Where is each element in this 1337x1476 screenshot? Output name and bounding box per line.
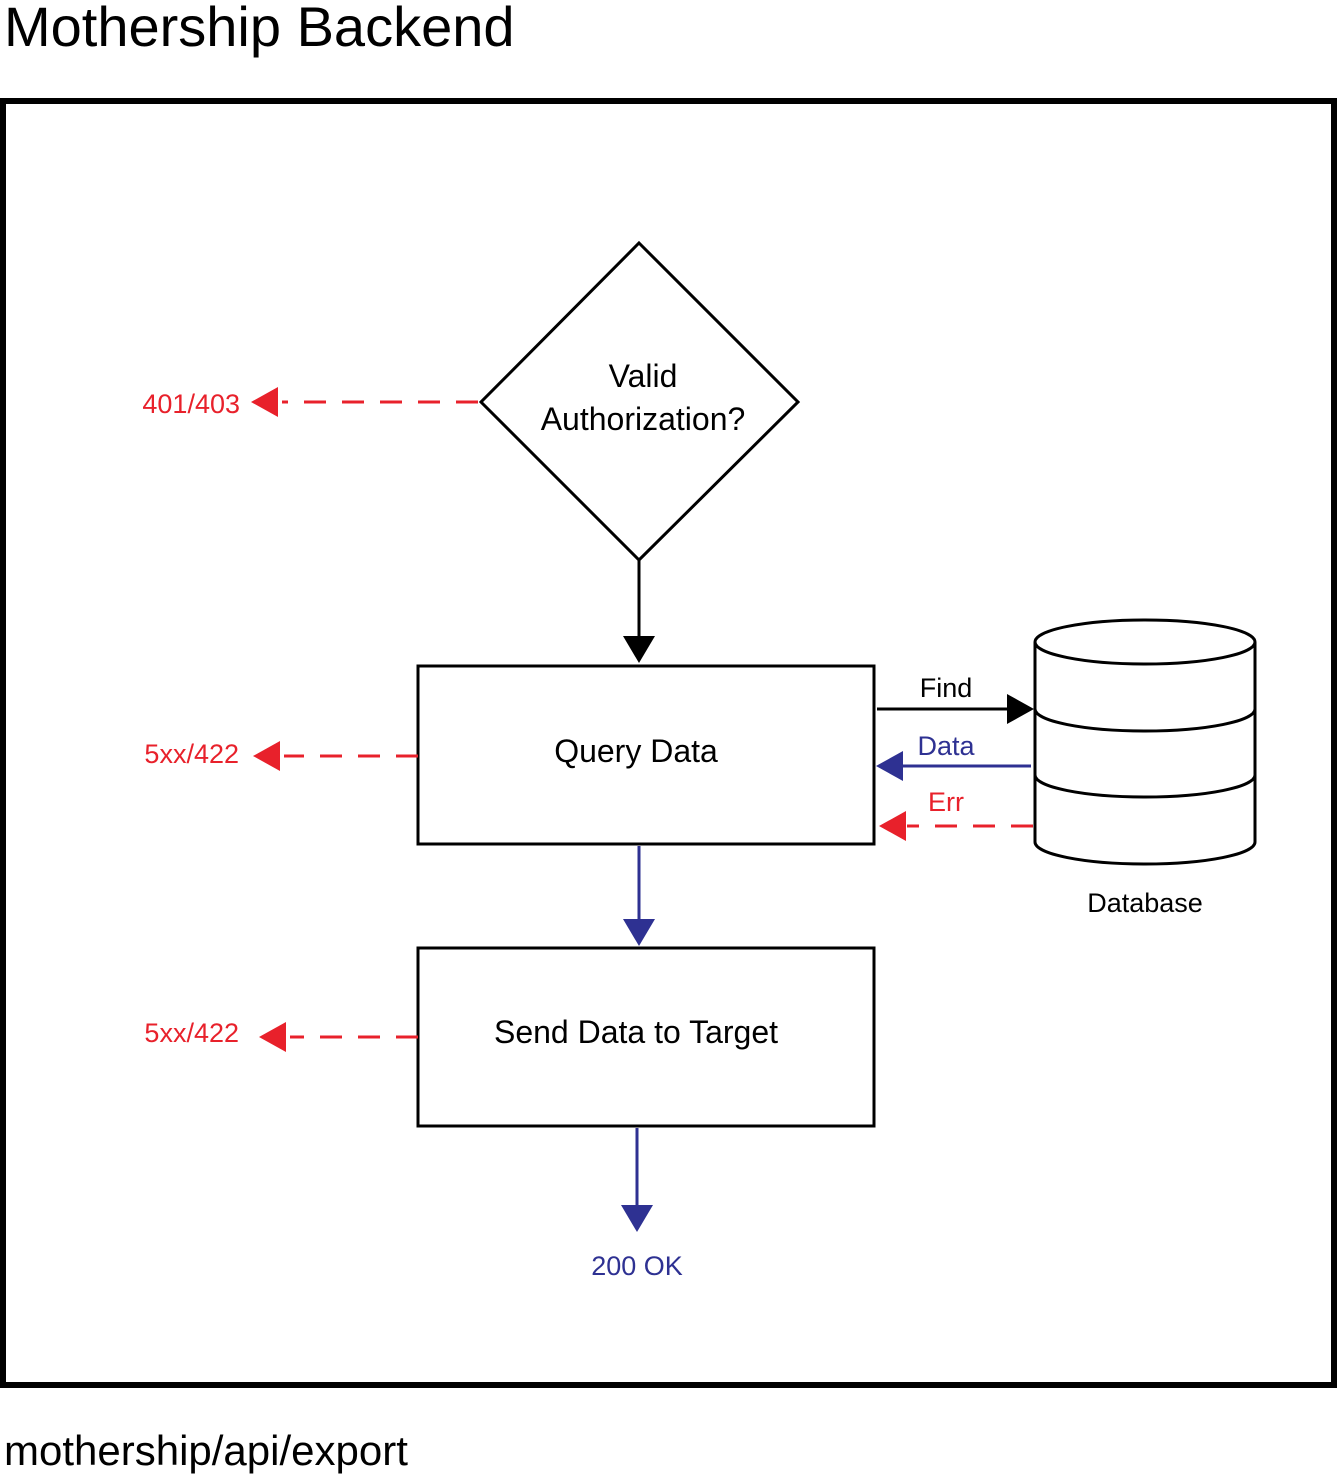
database-icon (1033, 618, 1257, 866)
auth-error-label: 401/403 (142, 389, 240, 419)
backend-frame (0, 98, 1337, 1388)
database-label: Database (1087, 888, 1203, 918)
query-error-arrowhead (253, 741, 280, 771)
send-to-ok-arrowhead (621, 1205, 653, 1232)
send-error-arrowhead (259, 1022, 286, 1052)
send-error-label: 5xx/422 (144, 1018, 239, 1048)
query-data-box (416, 664, 876, 846)
query-error-label: 5xx/422 (144, 739, 239, 769)
ok-label: 200 OK (591, 1251, 683, 1281)
send-data-box (416, 946, 876, 1128)
decision-to-query-arrowhead (623, 636, 655, 663)
send-data-label: Send Data to Target (494, 1014, 778, 1050)
data-label: Data (917, 731, 975, 761)
find-label: Find (920, 673, 973, 703)
diagram-title: Mothership Backend (4, 0, 515, 58)
query-to-send-arrowhead (623, 919, 655, 946)
data-arrowhead (876, 751, 903, 781)
auth-error-arrowhead (251, 387, 278, 417)
find-arrowhead (1007, 694, 1034, 724)
decision-label-line1: Valid (609, 358, 678, 394)
err-arrowhead (879, 811, 906, 841)
err-label: Err (928, 787, 964, 817)
endpoint-path: mothership/api/export (4, 1427, 408, 1474)
query-data-label: Query Data (554, 733, 718, 769)
decision-label-line2: Authorization? (541, 401, 746, 437)
